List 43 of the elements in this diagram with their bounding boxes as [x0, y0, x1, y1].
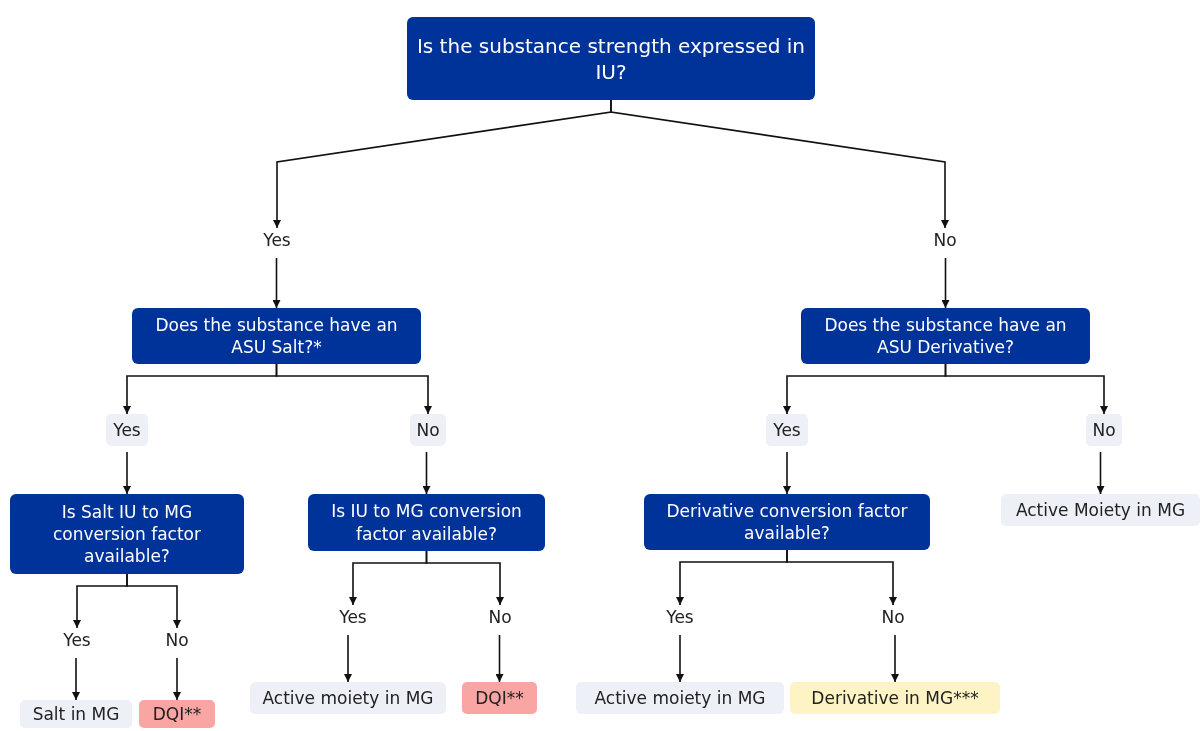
outcome-box: Active moiety in MG — [250, 682, 446, 714]
arrow — [126, 573, 181, 629]
arrow — [72, 657, 80, 701]
arrow — [610, 99, 949, 229]
arrow — [422, 451, 431, 495]
arrow — [944, 363, 1108, 415]
outcome-box: Active Moiety in MG — [1001, 494, 1200, 526]
answer-label: Yes — [257, 228, 297, 252]
decision-box: Does the substance have an ASU Derivative? — [801, 308, 1090, 364]
outcome-box: Salt in MG — [20, 700, 132, 728]
answer-label: No — [927, 228, 963, 252]
outcome-box: DQI** — [139, 700, 215, 728]
decision-box: Is Salt IU to MG conversion factor available? — [10, 494, 244, 574]
arrow — [786, 549, 897, 606]
arrow — [272, 257, 281, 309]
arrow — [173, 657, 181, 701]
arrow — [344, 634, 352, 683]
outcome-box: Yes — [106, 414, 148, 446]
answer-label: No — [482, 605, 518, 629]
outcome-box: DQI** — [462, 682, 537, 714]
decision-box: Does the substance have an ASU Salt?* — [132, 308, 421, 364]
outcome-box: No — [1086, 414, 1122, 446]
outcome-box: Derivative in MG*** — [790, 682, 1000, 714]
answer-label: No — [159, 628, 195, 652]
arrow — [495, 634, 504, 683]
decision-box: Is the substance strength expressed in IU? — [407, 17, 815, 100]
decision-box: Derivative conversion factor available? — [644, 494, 930, 550]
arrow — [425, 550, 504, 606]
outcome-box: No — [410, 414, 446, 446]
decision-box: Is IU to MG conversion factor available? — [308, 494, 545, 551]
arrow — [275, 363, 432, 415]
answer-label: Yes — [333, 605, 373, 629]
arrow — [941, 257, 950, 309]
arrow — [676, 634, 684, 683]
arrow — [123, 451, 131, 495]
outcome-box: Yes — [766, 414, 808, 446]
answer-label: Yes — [660, 605, 700, 629]
arrow — [783, 451, 791, 495]
answer-label: No — [875, 605, 911, 629]
arrow — [891, 634, 899, 683]
outcome-box: Active moiety in MG — [576, 682, 784, 714]
answer-label: Yes — [57, 628, 97, 652]
arrow — [1096, 451, 1105, 495]
